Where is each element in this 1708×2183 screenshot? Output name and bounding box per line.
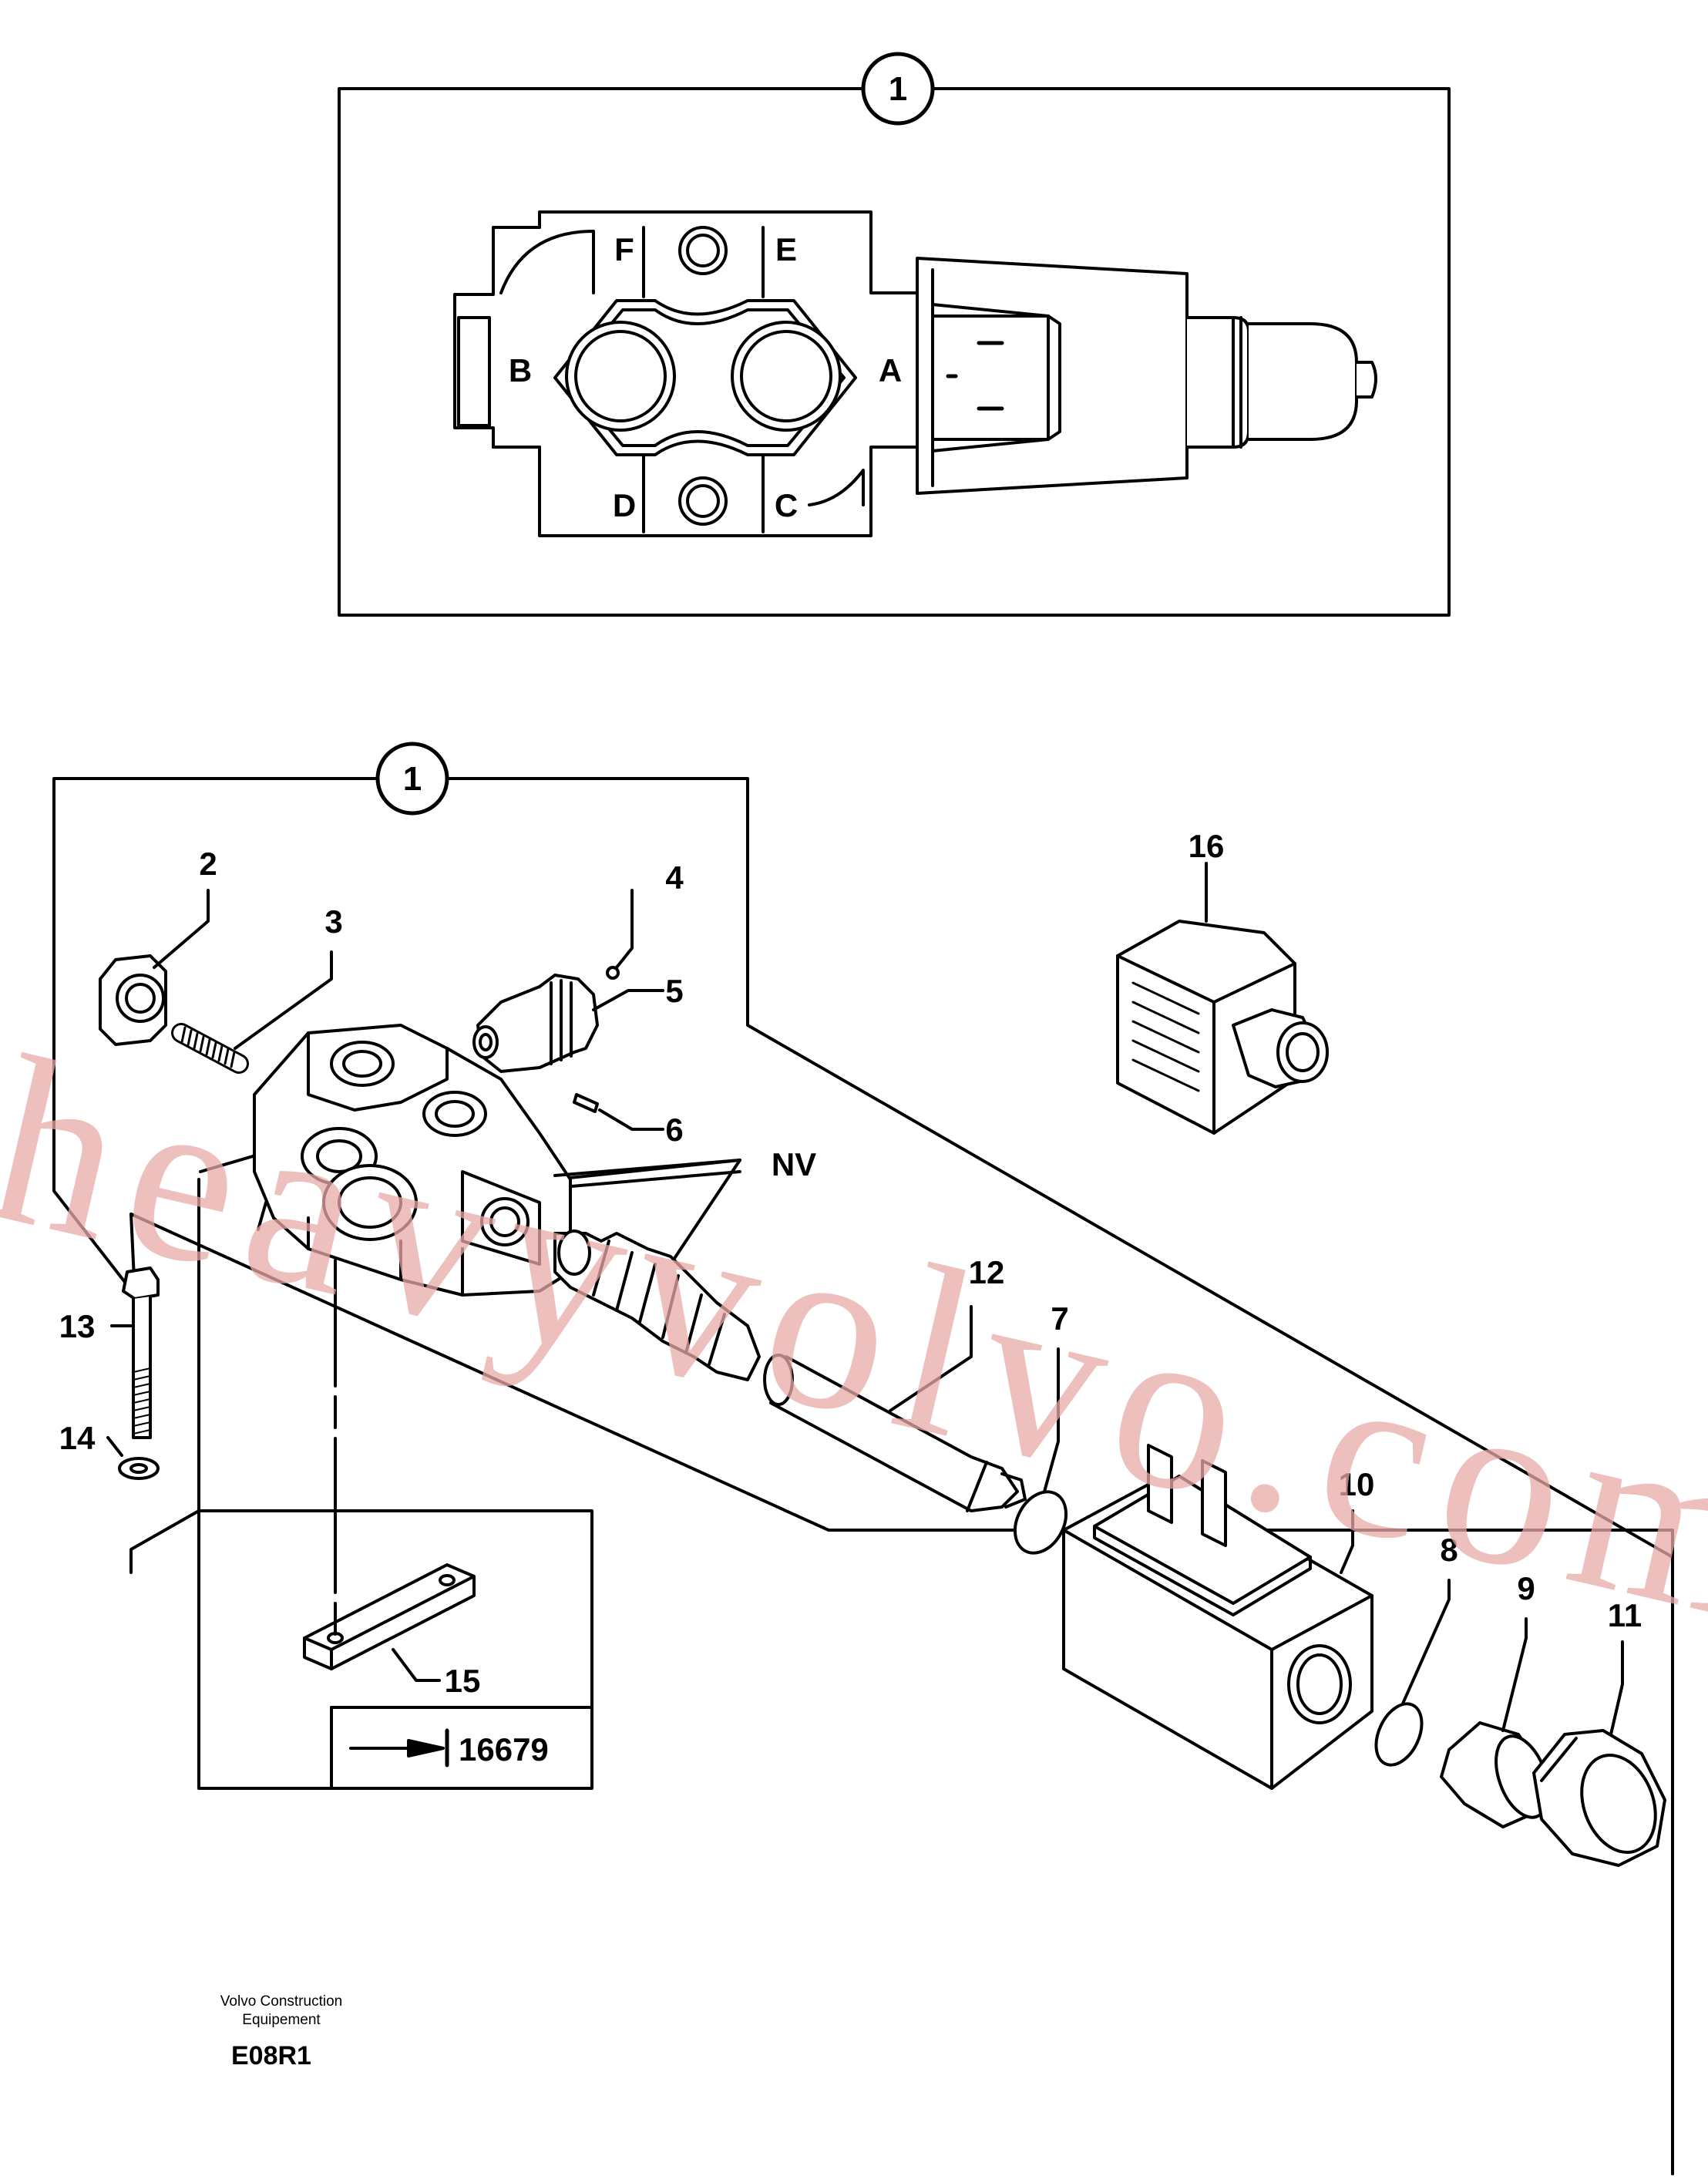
part-2-cap-nut xyxy=(99,954,167,1046)
valve-body xyxy=(253,1024,572,1297)
spool xyxy=(553,1229,761,1381)
callout-part-11: 11 xyxy=(1608,1597,1642,1633)
callout-part-10: 10 xyxy=(1339,1466,1375,1502)
callout-part-13: 13 xyxy=(59,1308,96,1344)
part-4-ball xyxy=(606,966,620,980)
top-assembly-view xyxy=(338,87,1451,617)
callout-part-9: 9 xyxy=(1517,1570,1535,1606)
port-label-b: B xyxy=(509,352,532,388)
port-label-d: D xyxy=(613,487,636,523)
part-10-solenoid-coil xyxy=(1062,1444,1373,1790)
part-6-pin xyxy=(573,1093,599,1113)
company-line-1: Volvo Construction xyxy=(220,1993,343,2010)
part-8-o-ring xyxy=(1374,1702,1424,1767)
part-5-relief-valve xyxy=(472,974,599,1073)
callout-assembly-top: 1 xyxy=(889,70,907,108)
callout-part-4: 4 xyxy=(665,859,684,896)
part-16-connector-plug xyxy=(1116,920,1329,1135)
callout-part-15: 15 xyxy=(445,1663,481,1699)
callout-assembly-bottom: 1 xyxy=(403,760,422,798)
part-9-sleeve xyxy=(1440,1721,1550,1828)
callout-part-12: 12 xyxy=(969,1254,1005,1290)
callout-part-3: 3 xyxy=(324,903,342,940)
callout-part-14: 14 xyxy=(59,1420,96,1456)
part-13-bolt xyxy=(122,1266,160,1439)
exploded-assembly-view xyxy=(52,777,1674,2175)
company-line-2: Equipement xyxy=(242,2012,321,2028)
callout-part-5: 5 xyxy=(665,973,683,1009)
callout-part-7: 7 xyxy=(1051,1300,1068,1337)
callout-bubble-assembly-bottom xyxy=(375,742,449,816)
callout-part-2: 2 xyxy=(199,846,217,882)
port-label-f: F xyxy=(614,231,634,267)
part-12-armature-tube xyxy=(763,1354,1027,1512)
callout-bubble-assembly-top xyxy=(861,52,935,126)
port-label-e: E xyxy=(775,231,797,267)
part-7-o-ring xyxy=(1013,1490,1068,1555)
drawing-code: E08R1 xyxy=(231,2041,311,2070)
callout-nv: NV xyxy=(772,1146,816,1182)
company-name: Volvo Construction Equipement xyxy=(177,1993,385,2030)
part-14-washer xyxy=(118,1457,160,1480)
port-label-a: A xyxy=(879,352,902,388)
callout-part-8: 8 xyxy=(1440,1532,1458,1568)
inset-strap-box xyxy=(197,1509,593,1790)
part-11-cap xyxy=(1532,1729,1666,1867)
serial-reference: 16679 xyxy=(459,1731,549,1768)
part-3-spring xyxy=(171,1023,249,1074)
callout-part-16: 16 xyxy=(1189,828,1225,864)
port-label-c: C xyxy=(775,487,798,523)
serial-arrow-icon xyxy=(349,1728,449,1768)
callout-part-6: 6 xyxy=(665,1112,683,1148)
